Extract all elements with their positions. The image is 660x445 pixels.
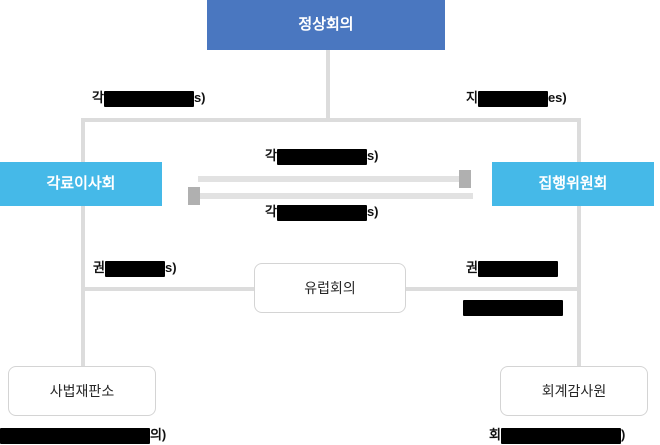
connector-commission-spine [577,206,581,366]
edge-label-right-lower-first: 권▇▇▇▇▇▇▇▇ [466,260,558,277]
arrow-shaft-ministers-to-commission [198,176,460,182]
edge-label-summit-left-prefix: 각 [92,90,104,105]
redaction-bar: ▇▇▇▇▇▇▇▇▇▇▇▇▇▇▇ [0,427,150,444]
edge-label-summit-left-suffix: s) [193,90,206,105]
node-european-assembly-label: 유럽회의 [304,279,356,296]
node-executive-committee-label: 집행위원회 [538,175,608,192]
redaction-bar: ▇▇▇▇▇▇▇▇▇ [103,90,194,107]
connector-bus-to-commission [577,118,581,162]
arrow-shaft-commission-to-ministers [198,193,473,199]
caption-bottom-left: ▇▇▇▇▇▇▇▇▇▇▇▇▇▇▇의) [0,427,166,444]
node-council-of-ministers[interactable]: 각료이사회 [0,162,162,206]
redaction-bar: ▇▇▇▇▇▇▇▇▇ [276,204,367,221]
caption-bottom-right-suffix: ) [620,427,626,442]
node-court-of-justice-label: 사법재판소 [49,382,115,399]
redaction-bar: ▇▇▇▇▇▇ [104,260,165,277]
edge-label-left-lower-prefix: 권 [93,260,105,275]
node-european-assembly[interactable]: 유럽회의 [254,263,406,313]
edge-label-middle-top-suffix: s) [366,148,379,163]
edge-label-middle-top: 각▇▇▇▇▇▇▇▇▇s) [265,148,379,165]
caption-bottom-right-prefix: 회 [489,427,501,442]
edge-label-summit-right-suffix: es) [547,90,567,105]
edge-label-middle-bottom: 각▇▇▇▇▇▇▇▇▇s) [265,204,379,221]
caption-bottom-right: 회▇▇▇▇▇▇▇▇▇▇▇▇) [489,427,625,444]
arrow-head-left [188,187,200,205]
arrow-head-right [459,170,471,188]
edge-label-right-lower-second: ▇▇▇▇▇▇▇▇▇▇ [463,299,563,316]
redaction-bar: ▇▇▇▇▇▇▇▇ [477,260,558,277]
connector-top-bus [81,118,581,122]
node-summit[interactable]: 정상회의 [207,0,445,50]
connector-assembly-to-right [405,287,581,291]
node-court-of-justice[interactable]: 사법재판소 [8,366,156,416]
redaction-bar: ▇▇▇▇▇▇▇▇▇▇ [463,299,563,316]
edge-label-middle-bottom-suffix: s) [366,204,379,219]
node-court-of-auditors[interactable]: 회계감사원 [500,366,648,416]
connector-bus-to-ministers [81,118,85,162]
edge-label-middle-top-prefix: 각 [265,148,277,163]
node-summit-label: 정상회의 [298,16,354,33]
edge-label-left-lower-suffix: s) [164,260,177,275]
edge-label-summit-right: 지▇▇▇▇▇▇▇es) [466,90,567,107]
redaction-bar: ▇▇▇▇▇▇▇▇▇ [276,148,367,165]
edge-label-right-lower-first-prefix: 권 [466,260,478,275]
edge-label-summit-left: 각▇▇▇▇▇▇▇▇▇s) [92,90,206,107]
edge-label-left-lower: 권▇▇▇▇▇▇s) [93,260,177,277]
redaction-bar: ▇▇▇▇▇▇▇▇▇▇▇▇ [500,427,621,444]
edge-label-middle-bottom-prefix: 각 [265,204,277,219]
connector-left-to-assembly [81,287,256,291]
node-council-of-ministers-label: 각료이사회 [46,175,116,192]
node-executive-committee[interactable]: 집행위원회 [492,162,654,206]
caption-bottom-left-suffix: 의) [149,427,167,442]
redaction-bar: ▇▇▇▇▇▇▇ [477,90,548,107]
edge-label-summit-right-prefix: 지 [466,90,478,105]
connector-ministers-spine [81,206,85,366]
node-court-of-auditors-label: 회계감사원 [541,382,607,399]
connector-summit-stem [326,50,330,120]
